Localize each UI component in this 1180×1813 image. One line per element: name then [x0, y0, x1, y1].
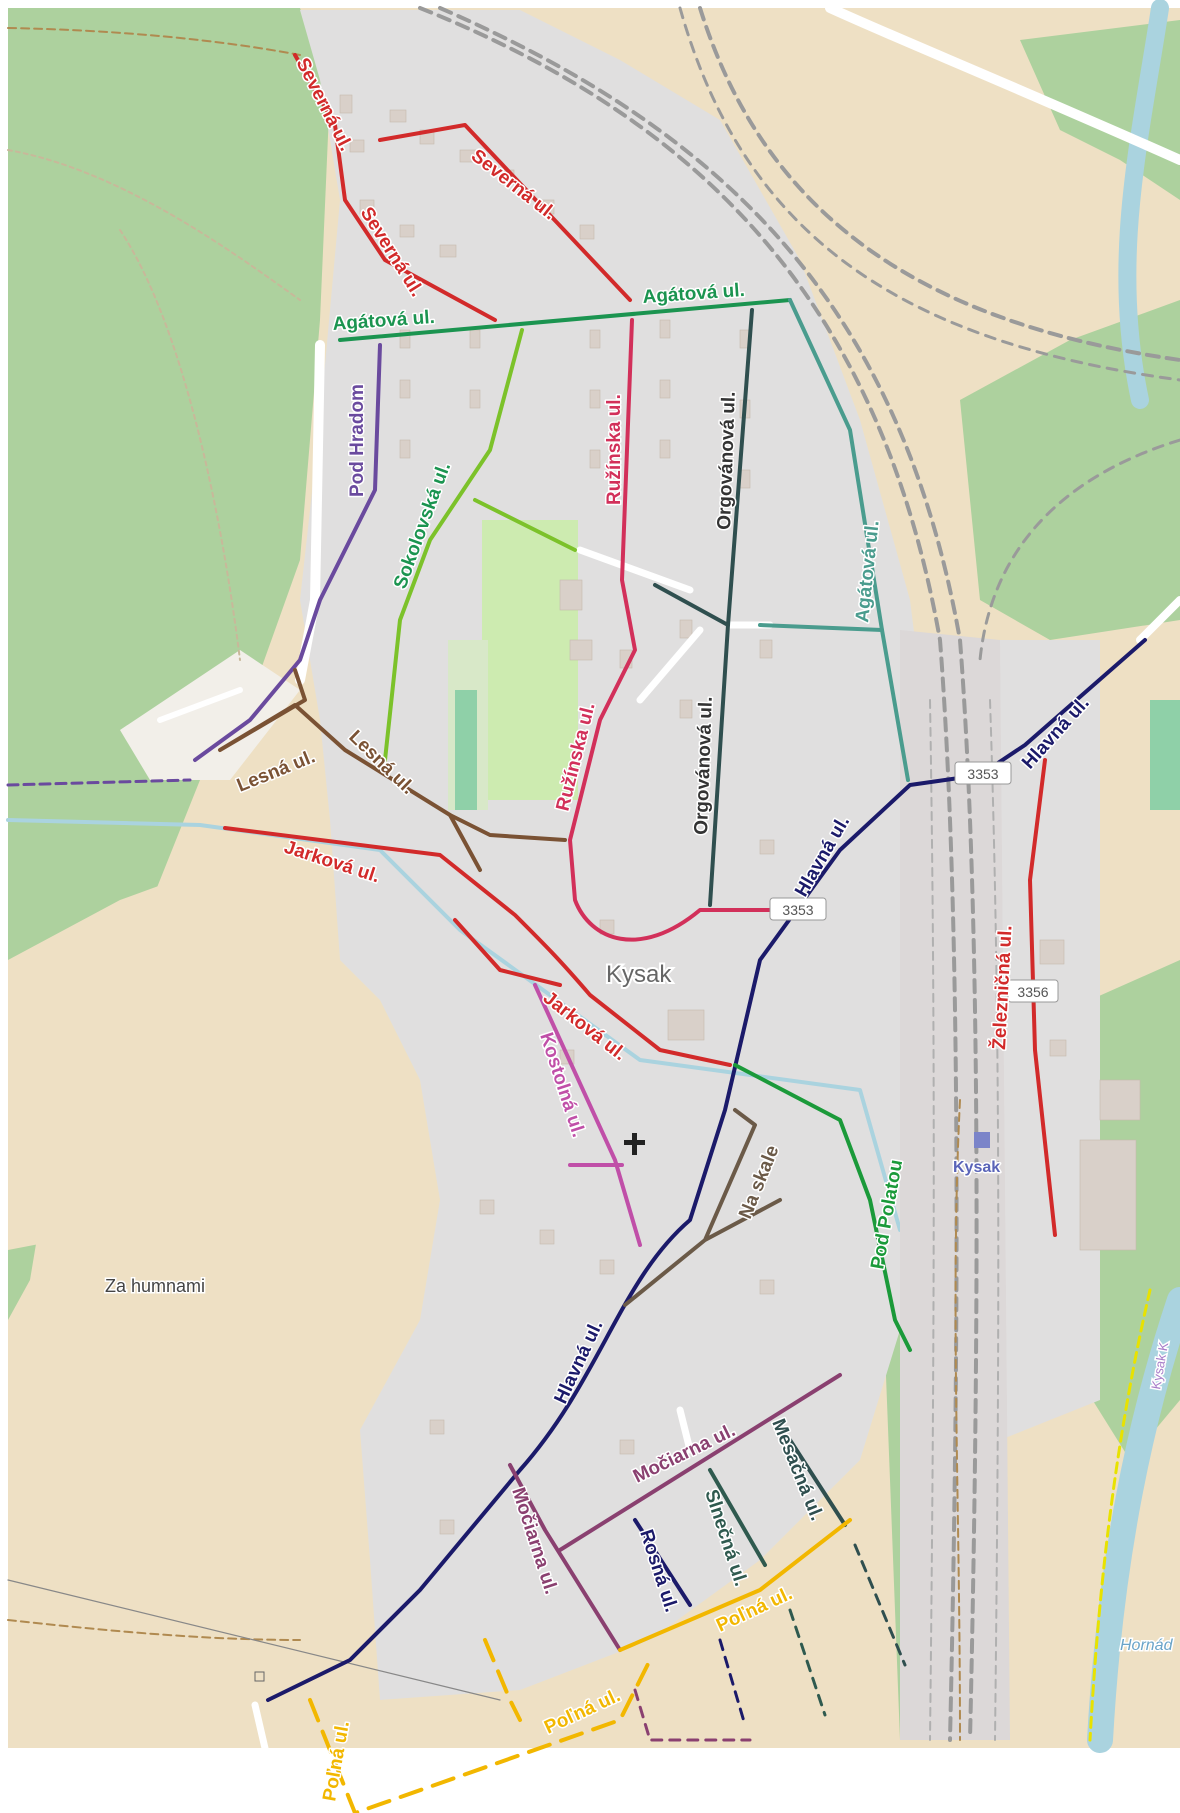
ruzinska-street-line: [568, 318, 772, 942]
railway: [418, 3, 1180, 1742]
pod-polatou-street-line: [733, 1063, 912, 1352]
road-shield-3356: [1007, 979, 1059, 1003]
road-shield-3353b: [769, 897, 827, 921]
za-humnami-label: Za humnami: [105, 1276, 205, 1296]
polna-street-line: [618, 1518, 852, 1652]
road-shield-3353a-text: 3353: [967, 766, 998, 782]
polna-planned-branch: [483, 1638, 522, 1722]
mociarna-street-line: [558, 1373, 842, 1552]
slnecna-street-line: [708, 1468, 767, 1567]
road-shields: 3353 3353 3356: [769, 761, 1059, 1003]
zeleznicna-street-line: [1028, 758, 1057, 1237]
station-label: Kysak: [953, 1159, 1000, 1176]
trails: [6, 27, 961, 1741]
pod-hradom-street-line: [193, 343, 382, 762]
jarkova-branch-line: [453, 918, 562, 987]
buildings: [339, 94, 1141, 1535]
mociarna-vertical-line: [508, 1463, 622, 1652]
signpost-icon: [254, 1671, 265, 1682]
jarkova-street-line: [223, 826, 732, 1067]
pod-hradom-label: Pod Hradom: [347, 384, 368, 497]
na-skale-street-line: [623, 1108, 782, 1307]
kostolna-street-line: [533, 983, 642, 1247]
railway-station-icon: [974, 1132, 990, 1148]
road-shield-3356-text: 3356: [1017, 984, 1048, 1000]
sokolovska-branch-line: [473, 498, 577, 552]
agatova-side-line: [788, 298, 910, 782]
river-label: Hornád: [1120, 1637, 1174, 1654]
waterways: [6, 0, 1180, 1753]
agatova-street-line: [338, 298, 792, 342]
lesna-branch-line: [448, 813, 567, 842]
road-shield-3353b-text: 3353: [782, 902, 813, 918]
agatova-cross-line: [758, 623, 884, 632]
base-roads: [157, 340, 1180, 1813]
severna-street-line: [293, 53, 497, 322]
orgovanova-branch-line: [653, 583, 730, 627]
ruzinska-label-1: Ružínska ul.: [604, 394, 625, 505]
town-label: Kysak: [606, 961, 672, 988]
sokolovska-street-line: [383, 328, 524, 762]
zeleznicna-label: Železničná ul.: [988, 925, 1016, 1051]
rosna-street-line: [633, 1518, 692, 1607]
road-shield-3353a: [954, 761, 1012, 785]
church-cross-icon: [624, 1133, 645, 1155]
severna-street-branch: [378, 123, 632, 302]
highlighted-streets: [193, 53, 1147, 1813]
mesacna-street-line: [788, 1438, 847, 1527]
